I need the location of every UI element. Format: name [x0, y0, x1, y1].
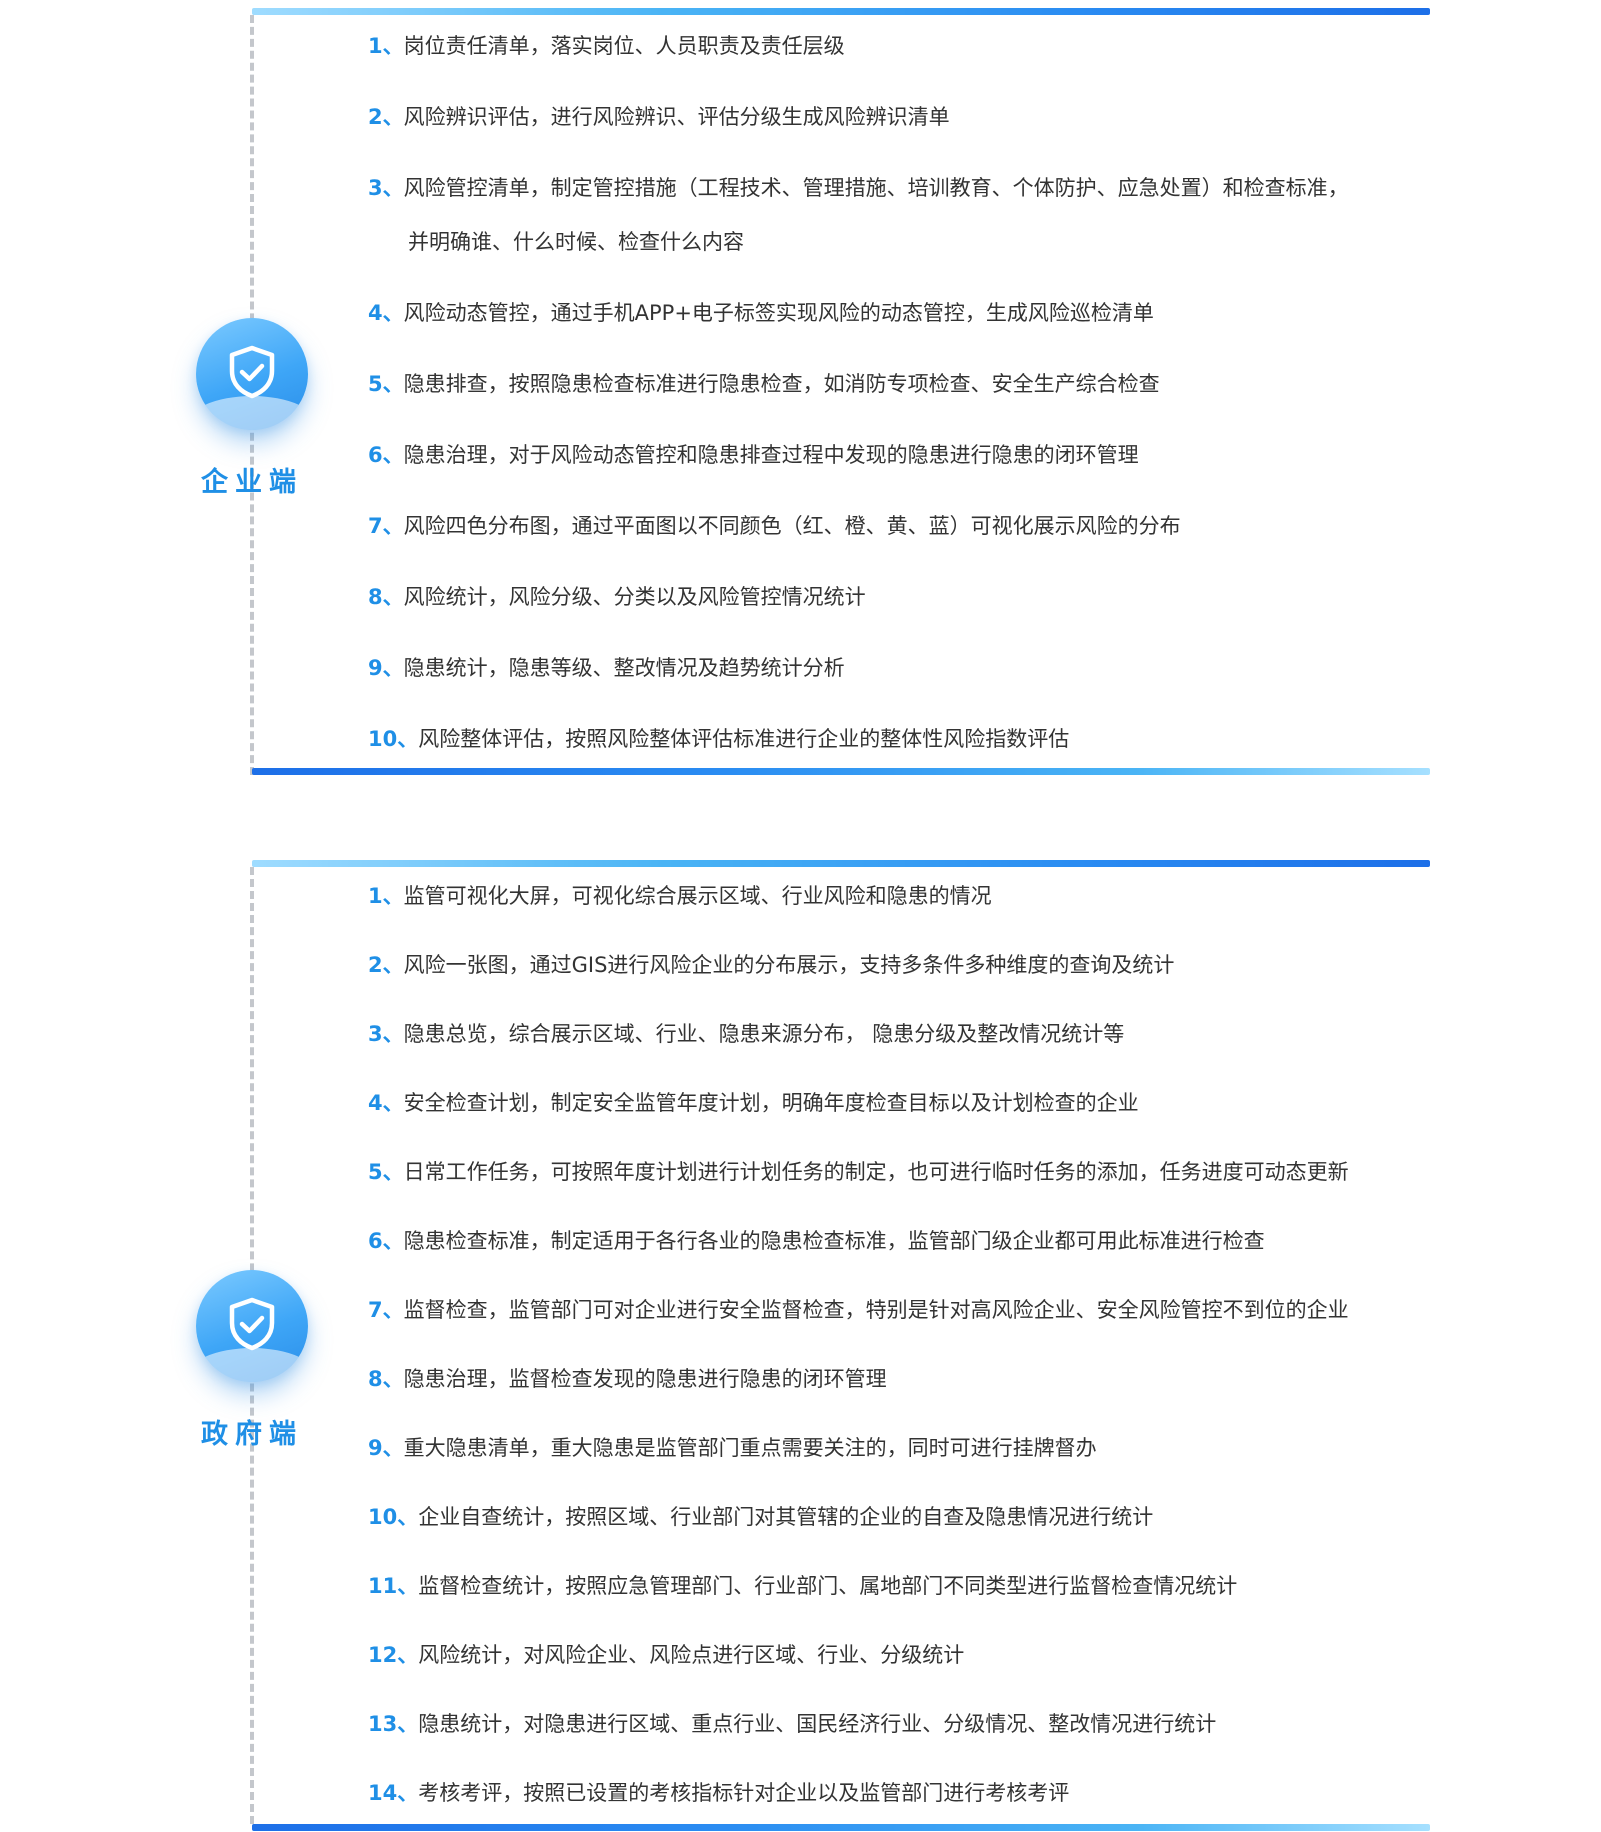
item-number: 8、	[368, 1367, 404, 1391]
item-text: 风险辨识评估，进行风险辨识、评估分级生成风险辨识清单	[403, 105, 950, 129]
enterprise-section: 企业端 1、岗位责任清单，落实岗位、人员职责及责任层级 2、风险辨识评估，进行风…	[0, 0, 1601, 790]
list-item: 13、隐患统计，对隐患进行区域、重点行业、国民经济行业、分级情况、整改情况进行统…	[368, 1711, 1430, 1737]
list-item: 6、隐患治理，对于风险动态管控和隐患排查过程中发现的隐患进行隐患的闭环管理	[368, 442, 1430, 468]
item-text: 监督检查，监管部门可对企业进行安全监督检查，特别是针对高风险企业、安全风险管控不…	[403, 1298, 1349, 1322]
section-top-bar	[252, 8, 1430, 15]
section-bottom-bar	[252, 768, 1430, 775]
item-number: 7、	[368, 514, 404, 538]
item-number: 1、	[368, 884, 404, 908]
list-item: 1、监管可视化大屏，可视化综合展示区域、行业风险和隐患的情况	[368, 883, 1430, 909]
list-item: 12、风险统计，对风险企业、风险点进行区域、行业、分级统计	[368, 1642, 1430, 1668]
list-item: 3、隐患总览，综合展示区域、行业、隐患来源分布， 隐患分级及整改情况统计等	[368, 1021, 1430, 1047]
item-text: 隐患治理，对于风险动态管控和隐患排查过程中发现的隐患进行隐患的闭环管理	[403, 443, 1139, 467]
enterprise-badge	[196, 318, 308, 430]
item-number: 3、	[368, 1022, 404, 1046]
item-number: 2、	[368, 105, 404, 129]
item-number: 6、	[368, 1229, 404, 1253]
list-item: 2、风险辨识评估，进行风险辨识、评估分级生成风险辨识清单	[368, 104, 1430, 130]
item-number: 4、	[368, 1091, 404, 1115]
government-badge	[196, 1270, 308, 1382]
item-text: 隐患统计，对隐患进行区域、重点行业、国民经济行业、分级情况、整改情况进行统计	[418, 1712, 1217, 1736]
item-text: 风险动态管控，通过手机APP+电子标签实现风险的动态管控，生成风险巡检清单	[403, 301, 1154, 325]
item-text: 隐患排查，按照隐患检查标准进行隐患检查，如消防专项检查、安全生产综合检查	[403, 372, 1160, 396]
government-label: 政府端	[201, 1419, 303, 1450]
item-number: 1、	[368, 34, 404, 58]
item-number: 3、	[368, 176, 404, 200]
item-text: 风险一张图，通过GIS进行风险企业的分布展示，支持多条件多种维度的查询及统计	[403, 953, 1175, 977]
list-item: 14、考核考评，按照已设置的考核指标针对企业以及监管部门进行考核考评	[368, 1780, 1430, 1806]
item-number: 5、	[368, 372, 404, 396]
shield-check-icon	[229, 345, 275, 399]
list-item: 11、监督检查统计，按照应急管理部门、行业部门、属地部门不同类型进行监督检查情况…	[368, 1573, 1430, 1599]
item-number: 8、	[368, 585, 404, 609]
item-text: 企业自查统计，按照区域、行业部门对其管辖的企业的自查及隐患情况进行统计	[418, 1505, 1154, 1529]
list-item: 1、岗位责任清单，落实岗位、人员职责及责任层级	[368, 33, 1430, 59]
item-text: 监督检查统计，按照应急管理部门、行业部门、属地部门不同类型进行监督检查情况统计	[418, 1574, 1238, 1598]
list-item: 7、监督检查，监管部门可对企业进行安全监督检查，特别是针对高风险企业、安全风险管…	[368, 1297, 1430, 1323]
section-top-bar	[252, 860, 1430, 867]
item-text: 隐患检查标准，制定适用于各行各业的隐患检查标准，监管部门级企业都可用此标准进行检…	[403, 1229, 1265, 1253]
item-text: 监管可视化大屏，可视化综合展示区域、行业风险和隐患的情况	[403, 884, 992, 908]
shield-check-icon	[229, 1297, 275, 1351]
list-item: 8、风险统计，风险分级、分类以及风险管控情况统计	[368, 584, 1430, 610]
item-number: 4、	[368, 301, 404, 325]
item-text: 重大隐患清单，重大隐患是监管部门重点需要关注的，同时可进行挂牌督办	[403, 1436, 1097, 1460]
item-text: 风险整体评估，按照风险整体评估标准进行企业的整体性风险指数评估	[418, 727, 1070, 751]
item-number: 10、	[368, 1505, 419, 1529]
item-text: 岗位责任清单，落实岗位、人员职责及责任层级	[403, 34, 845, 58]
list-item: 3、风险管控清单，制定管控措施（工程技术、管理措施、培训教育、个体防护、应急处置…	[368, 175, 1430, 254]
list-item: 10、风险整体评估，按照风险整体评估标准进行企业的整体性风险指数评估	[368, 726, 1430, 752]
section-bottom-bar	[252, 1824, 1430, 1831]
item-text: 隐患总览，综合展示区域、行业、隐患来源分布， 隐患分级及整改情况统计等	[403, 1022, 1125, 1046]
item-text: 隐患治理，监督检查发现的隐患进行隐患的闭环管理	[403, 1367, 887, 1391]
item-number: 14、	[368, 1781, 419, 1805]
item-number: 9、	[368, 656, 404, 680]
item-number: 13、	[368, 1712, 419, 1736]
list-item: 8、隐患治理，监督检查发现的隐患进行隐患的闭环管理	[368, 1366, 1430, 1392]
item-text: 风险管控清单，制定管控措施（工程技术、管理措施、培训教育、个体防护、应急处置）和…	[403, 176, 1349, 200]
item-number: 11、	[368, 1574, 419, 1598]
list-item: 6、隐患检查标准，制定适用于各行各业的隐患检查标准，监管部门级企业都可用此标准进…	[368, 1228, 1430, 1254]
list-item: 9、隐患统计，隐患等级、整改情况及趋势统计分析	[368, 655, 1430, 681]
item-number: 7、	[368, 1298, 404, 1322]
enterprise-label: 企业端	[201, 467, 303, 498]
item-text: 日常工作任务，可按照年度计划进行计划任务的制定，也可进行临时任务的添加，任务进度…	[403, 1160, 1349, 1184]
item-text: 风险统计，对风险企业、风险点进行区域、行业、分级统计	[418, 1643, 965, 1667]
item-text: 考核考评，按照已设置的考核指标针对企业以及监管部门进行考核考评	[418, 1781, 1070, 1805]
government-section: 政府端 1、监管可视化大屏，可视化综合展示区域、行业风险和隐患的情况 2、风险一…	[0, 850, 1601, 1832]
list-item: 9、重大隐患清单，重大隐患是监管部门重点需要关注的，同时可进行挂牌督办	[368, 1435, 1430, 1461]
item-number: 12、	[368, 1643, 419, 1667]
list-item: 10、企业自查统计，按照区域、行业部门对其管辖的企业的自查及隐患情况进行统计	[368, 1504, 1430, 1530]
item-number: 10、	[368, 727, 419, 751]
item-number: 9、	[368, 1436, 404, 1460]
list-item: 5、日常工作任务，可按照年度计划进行计划任务的制定，也可进行临时任务的添加，任务…	[368, 1159, 1430, 1185]
item-text: 风险统计，风险分级、分类以及风险管控情况统计	[403, 585, 866, 609]
item-number: 6、	[368, 443, 404, 467]
item-text-continued: 并明确谁、什么时候、检查什么内容	[408, 230, 744, 254]
item-text: 风险四色分布图，通过平面图以不同颜色（红、橙、黄、蓝）可视化展示风险的分布	[403, 514, 1181, 538]
item-number: 2、	[368, 953, 404, 977]
item-number: 5、	[368, 1160, 404, 1184]
list-item: 5、隐患排查，按照隐患检查标准进行隐患检查，如消防专项检查、安全生产综合检查	[368, 371, 1430, 397]
list-item: 4、安全检查计划，制定安全监管年度计划，明确年度检查目标以及计划检查的企业	[368, 1090, 1430, 1116]
list-item: 2、风险一张图，通过GIS进行风险企业的分布展示，支持多条件多种维度的查询及统计	[368, 952, 1430, 978]
item-text: 隐患统计，隐患等级、整改情况及趋势统计分析	[403, 656, 845, 680]
list-item: 4、风险动态管控，通过手机APP+电子标签实现风险的动态管控，生成风险巡检清单	[368, 300, 1430, 326]
list-item: 7、风险四色分布图，通过平面图以不同颜色（红、橙、黄、蓝）可视化展示风险的分布	[368, 513, 1430, 539]
item-text: 安全检查计划，制定安全监管年度计划，明确年度检查目标以及计划检查的企业	[403, 1091, 1139, 1115]
